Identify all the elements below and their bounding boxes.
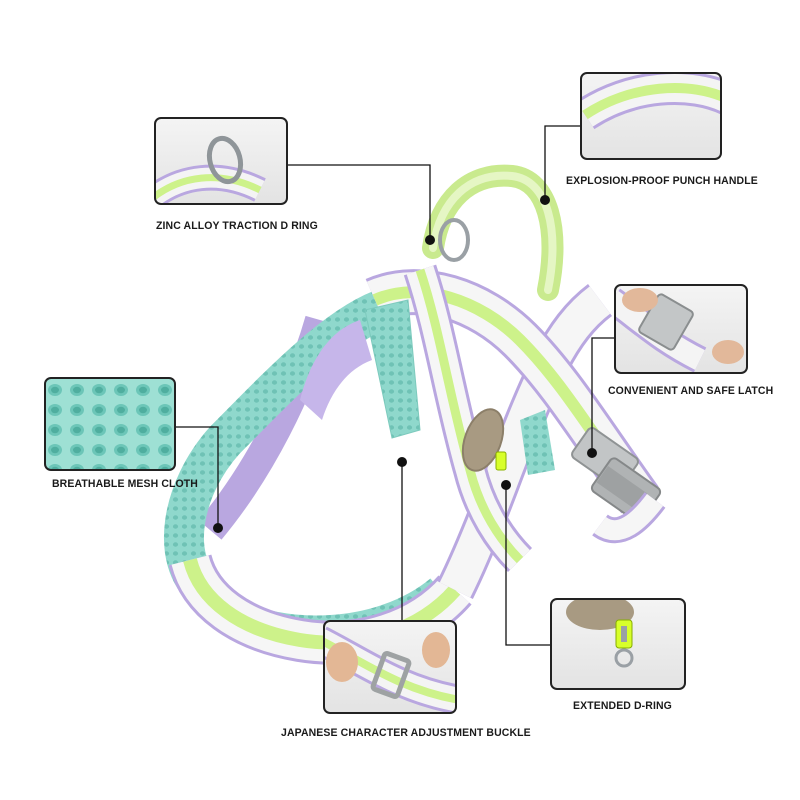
leader-lines (175, 125, 615, 646)
buckle-label: JAPANESE CHARACTER ADJUSTMENT BUCKLE (281, 726, 531, 740)
buckle-closeup (614, 284, 748, 374)
latch-label: CONVENIENT AND SAFE LATCH (608, 384, 774, 398)
handle-closeup (580, 72, 722, 160)
leader-dots (213, 195, 597, 533)
mesh-closeup (44, 377, 176, 471)
extended-ring-closeup (550, 598, 686, 690)
handle-label: EXPLOSION-PROOF PUNCH HANDLE (566, 174, 758, 188)
adjuster-closeup (323, 620, 457, 714)
d-ring-closeup (154, 117, 288, 205)
harness-illustration (164, 164, 666, 665)
latch-buckle (571, 427, 662, 523)
extended-ring-label: EXTENDED D-RING (573, 699, 672, 713)
mesh-label: BREATHABLE MESH CLOTH (52, 477, 198, 491)
d-ring-label: ZINC ALLOY TRACTION D RING (156, 219, 318, 233)
